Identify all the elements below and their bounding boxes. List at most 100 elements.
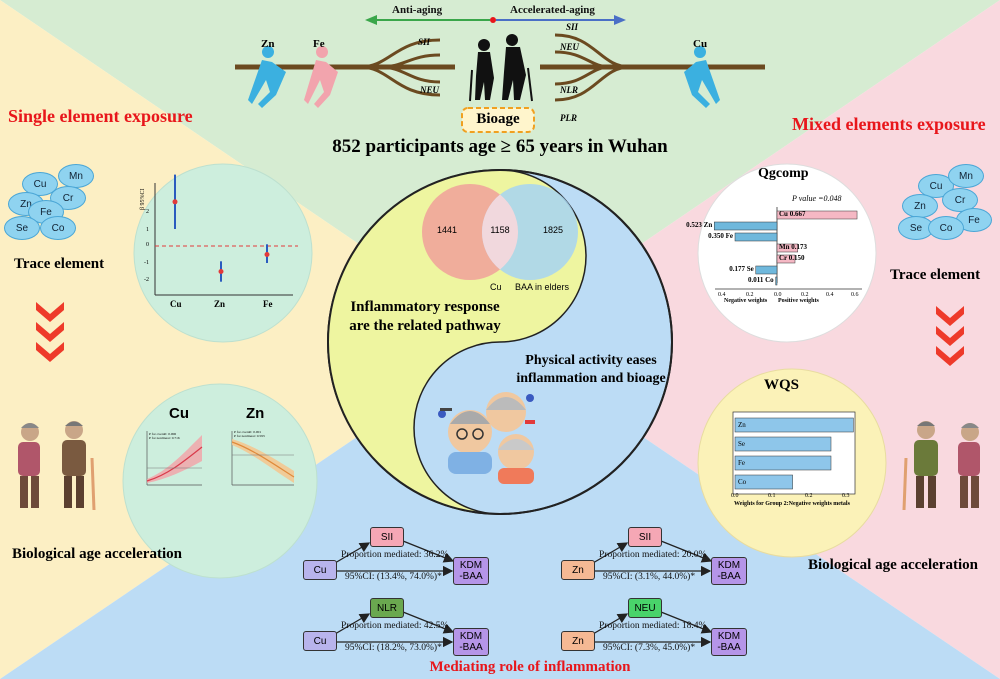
bioage-label: Bioage — [476, 111, 520, 127]
forest-plot-circle — [133, 163, 313, 343]
qgcomp-xtick-6: 0.6 — [851, 292, 859, 298]
yin-yang-circle — [327, 169, 673, 515]
mediation-arrow-a-1 — [592, 542, 629, 564]
mediation-exposure-1: Zn — [561, 560, 595, 580]
forest-point-fe — [264, 252, 270, 257]
right-marker-plr: PLR — [560, 113, 577, 123]
bioage-box — [461, 107, 535, 133]
branch-left-2 — [359, 65, 441, 97]
mediation-arrow-b-2 — [402, 611, 455, 634]
accelerated-aging-arrowhead-icon — [614, 15, 626, 25]
zn-label: Zn — [261, 38, 275, 50]
forest-ytick-0: 0 — [146, 242, 149, 248]
mediation-arrow-b-1 — [660, 540, 713, 563]
forest-ytick-2: 2 — [146, 209, 149, 215]
qgcomp-xlabel-pos: Positive weights — [778, 298, 819, 304]
qgcomp-p-value: P value =0.048 — [792, 194, 842, 203]
forest-xlabel-zn: Zn — [214, 299, 226, 309]
qgcomp-label-fe: 0.350 Fe — [708, 232, 733, 240]
cu-spline-band — [147, 435, 202, 483]
accelerated-aging-label: Accelerated-aging — [510, 4, 595, 16]
mediation-outcome-3: KDM -BAA — [711, 628, 747, 656]
forest-ytick-1: 1 — [146, 227, 149, 233]
spline-title-cu: Cu — [169, 405, 189, 422]
right-marker-nlr: NLR — [560, 85, 578, 95]
mediation-arrow-a-0 — [334, 542, 371, 564]
mediation-mediator-0: SII — [370, 527, 404, 547]
branch-right-1 — [554, 33, 631, 69]
qgcomp-xtick-3: 0.0 — [774, 292, 782, 298]
right-region — [500, 0, 1000, 679]
fe-figure-icon — [304, 46, 338, 108]
branch-left-1 — [359, 38, 441, 69]
mediation-arrow-b-0 — [402, 540, 455, 563]
right-bio-age-label: Biological age acceleration — [808, 557, 978, 573]
mediation-arrow-a-3 — [592, 613, 629, 635]
wqs-bar-co — [734, 474, 793, 490]
mediation-title: Mediating role of inflammation — [429, 659, 631, 675]
active-elders-icon — [438, 392, 535, 484]
qgcomp-label-cu: Cu 0.667 — [779, 210, 806, 218]
forest-point-zn — [218, 269, 224, 274]
spline-title-zn: Zn — [246, 405, 265, 422]
qgcomp-label-zn: 0.523 Zn — [686, 221, 713, 229]
mediation-arrow-b-3 — [660, 611, 713, 634]
anti-aging-label: Anti-aging — [392, 4, 443, 16]
forest-xlabel-cu: Cu — [170, 299, 182, 309]
mediation-arrow-a-2 — [334, 613, 371, 635]
balance-point-icon — [490, 17, 496, 23]
mediation-mediator-1: SII — [628, 527, 662, 547]
wqs-xlabel: Weights for Group 2:Negative weights met… — [734, 501, 850, 507]
inflammation-pathway-text: Inflammatory response are the related pa… — [349, 299, 501, 334]
right-marker-neu: NEU — [560, 42, 580, 52]
branch-right-4 — [554, 65, 611, 86]
wqs-circle — [697, 368, 887, 558]
venn-overlap — [481, 194, 519, 270]
qgcomp-bar-co — [775, 276, 778, 286]
wqs-title: WQS — [764, 377, 800, 393]
mediation-ci-1: 95%CI: (3.1%, 44.0%)* — [603, 572, 696, 582]
right-marker-sii: SII — [566, 22, 579, 32]
mediation-outcome-0: KDM -BAA — [453, 557, 489, 585]
wqs-label-co: Co — [738, 478, 747, 486]
venn-label-baa: BAA in elders — [515, 282, 570, 292]
qgcomp-bar-se — [755, 265, 778, 275]
qgcomp-xlabel-neg: Negative weights — [724, 298, 768, 304]
venn-label-cu: Cu — [490, 282, 502, 292]
right-bubble-fe: Fe — [956, 208, 992, 232]
venn-right-count: 1825 — [542, 225, 564, 235]
left-marker-sii: SII — [418, 37, 431, 47]
right-trace-element-label: Trace element — [890, 267, 981, 283]
bubble-cr: Cr — [50, 186, 86, 210]
qgcomp-bar-mn — [776, 243, 799, 253]
left-region — [0, 0, 500, 679]
wqs-label-zn: Zn — [738, 421, 746, 429]
wqs-bar-fe — [734, 455, 832, 471]
cu-spline-line — [146, 446, 203, 482]
mediation-ci-0: 95%CI: (13.4%, 74.0%)* — [345, 572, 442, 582]
mediation-mediator-3: NEU — [628, 598, 662, 618]
left-down-chevrons-icon — [36, 302, 64, 362]
mediation-outcome-2: KDM -BAA — [453, 628, 489, 656]
right-bubble-co: Co — [928, 216, 964, 240]
left-trace-element-label: Trace element — [14, 256, 105, 272]
forest-xlabel-fe: Fe — [263, 299, 273, 309]
qgcomp-label-cr: Cr 0.150 — [779, 254, 805, 262]
mediation-ci-2: 95%CI: (18.2%, 73.0%)* — [345, 643, 442, 653]
branch-right-2 — [554, 65, 631, 102]
mediation-exposure-2: Cu — [303, 631, 337, 651]
right-elderly-couple-icon — [902, 421, 980, 511]
mediation-proportion-0: Proportion mediated: 36.2% — [341, 550, 449, 560]
qgcomp-xtick-2: 0.2 — [746, 292, 754, 298]
qgcomp-bar-zn — [713, 221, 778, 231]
bubble-co: Co — [40, 216, 76, 240]
left-bio-age-label: Biological age acceleration — [12, 546, 182, 562]
forest-point-cu — [172, 199, 178, 205]
qgcomp-xtick-4: 0.2 — [801, 292, 809, 298]
right-down-chevrons-icon — [936, 306, 964, 366]
qgcomp-xtick-5: 0.4 — [826, 292, 834, 298]
qgcomp-bar-cu — [776, 210, 858, 220]
left-marker-neu: NEU — [420, 85, 440, 95]
branch-left-4 — [379, 65, 441, 84]
